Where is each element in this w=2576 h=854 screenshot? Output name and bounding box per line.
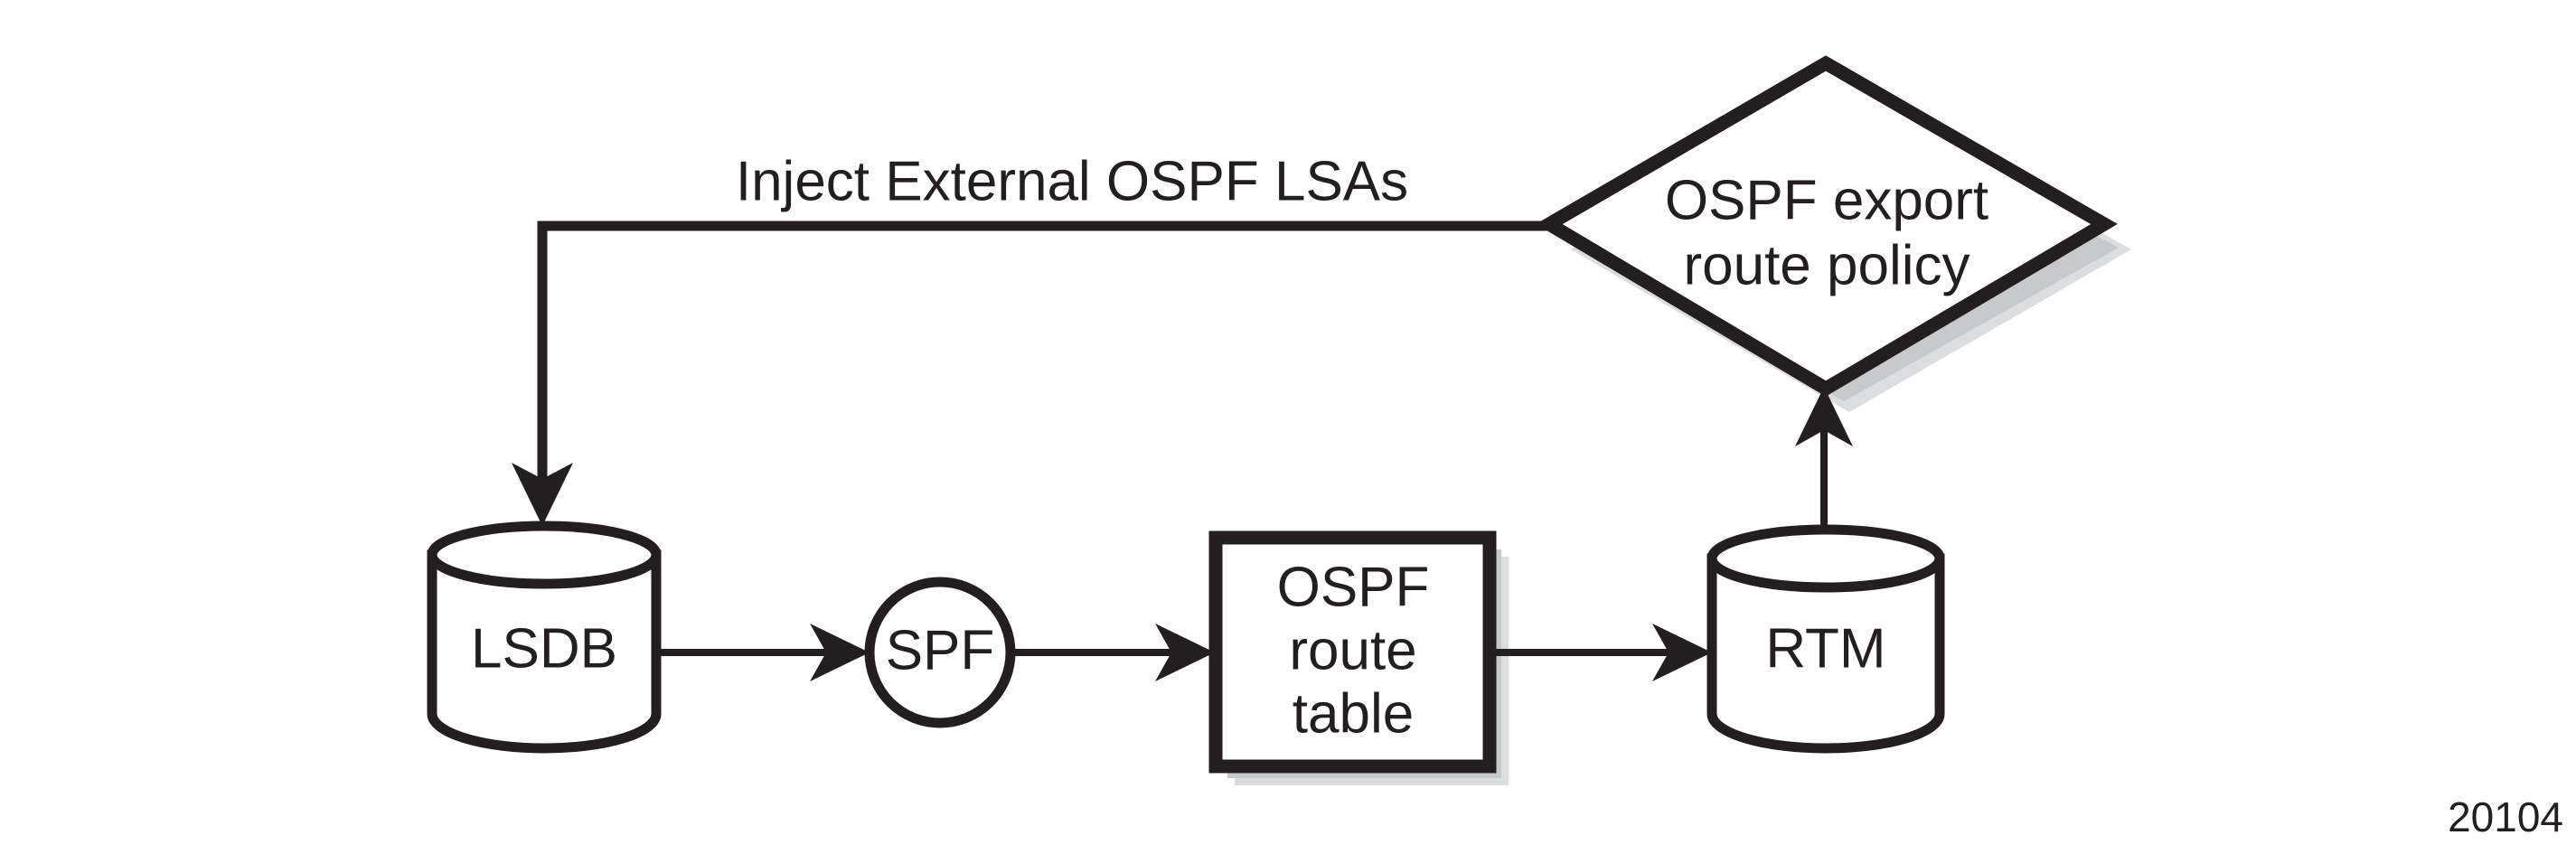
node-rtm[interactable]: RTM (1706, 524, 1945, 754)
edge-rtm-to-export-policy (1795, 387, 1853, 542)
route-table-label-line2: route (1289, 619, 1416, 681)
arrowhead-into-route-table (1155, 624, 1215, 681)
edge-lsdb-to-spf (656, 624, 870, 681)
route-table-rect (1208, 530, 1497, 774)
edge-label-inject-external-ospf-lsas: Inject External OSPF LSAs (736, 150, 1408, 212)
spf-label: SPF (886, 619, 995, 681)
arrowhead-into-rtm (1652, 624, 1712, 681)
node-export-route-policy[interactable]: OSPF export route policy (1536, 55, 2118, 397)
rtm-label: RTM (1765, 617, 1885, 680)
edge-spf-to-route-table (1014, 624, 1215, 681)
rtm-cylinder-top (1706, 524, 1945, 593)
route-table-label-line3: table (1293, 682, 1414, 745)
spf-circle (864, 577, 1016, 728)
arrowhead-down-into-lsdb (512, 463, 573, 526)
rtm-cylinder-body (1706, 553, 1945, 754)
figure-id-label: 20104 (2448, 793, 2563, 840)
node-ospf-route-table[interactable]: OSPF route table (1208, 530, 1497, 774)
node-spf[interactable]: SPF (864, 577, 1016, 728)
edge-route-table-to-rtm (1490, 624, 1712, 681)
arrowhead-up-into-diamond (1795, 387, 1853, 446)
export-policy-label-line1: OSPF export (1665, 169, 1988, 231)
arrowhead-into-spf (810, 624, 870, 681)
route-table-label-line1: OSPF (1277, 556, 1430, 618)
edge-inject-external-ospf-lsas (512, 221, 1556, 526)
lsdb-cylinder-body (427, 549, 662, 754)
export-policy-label-line2: route policy (1683, 234, 1970, 296)
lsdb-label: LSDB (471, 617, 617, 680)
node-lsdb[interactable]: LSDB (427, 521, 662, 754)
lsdb-cylinder-top (427, 521, 662, 589)
diamond-shape (1536, 55, 2118, 397)
